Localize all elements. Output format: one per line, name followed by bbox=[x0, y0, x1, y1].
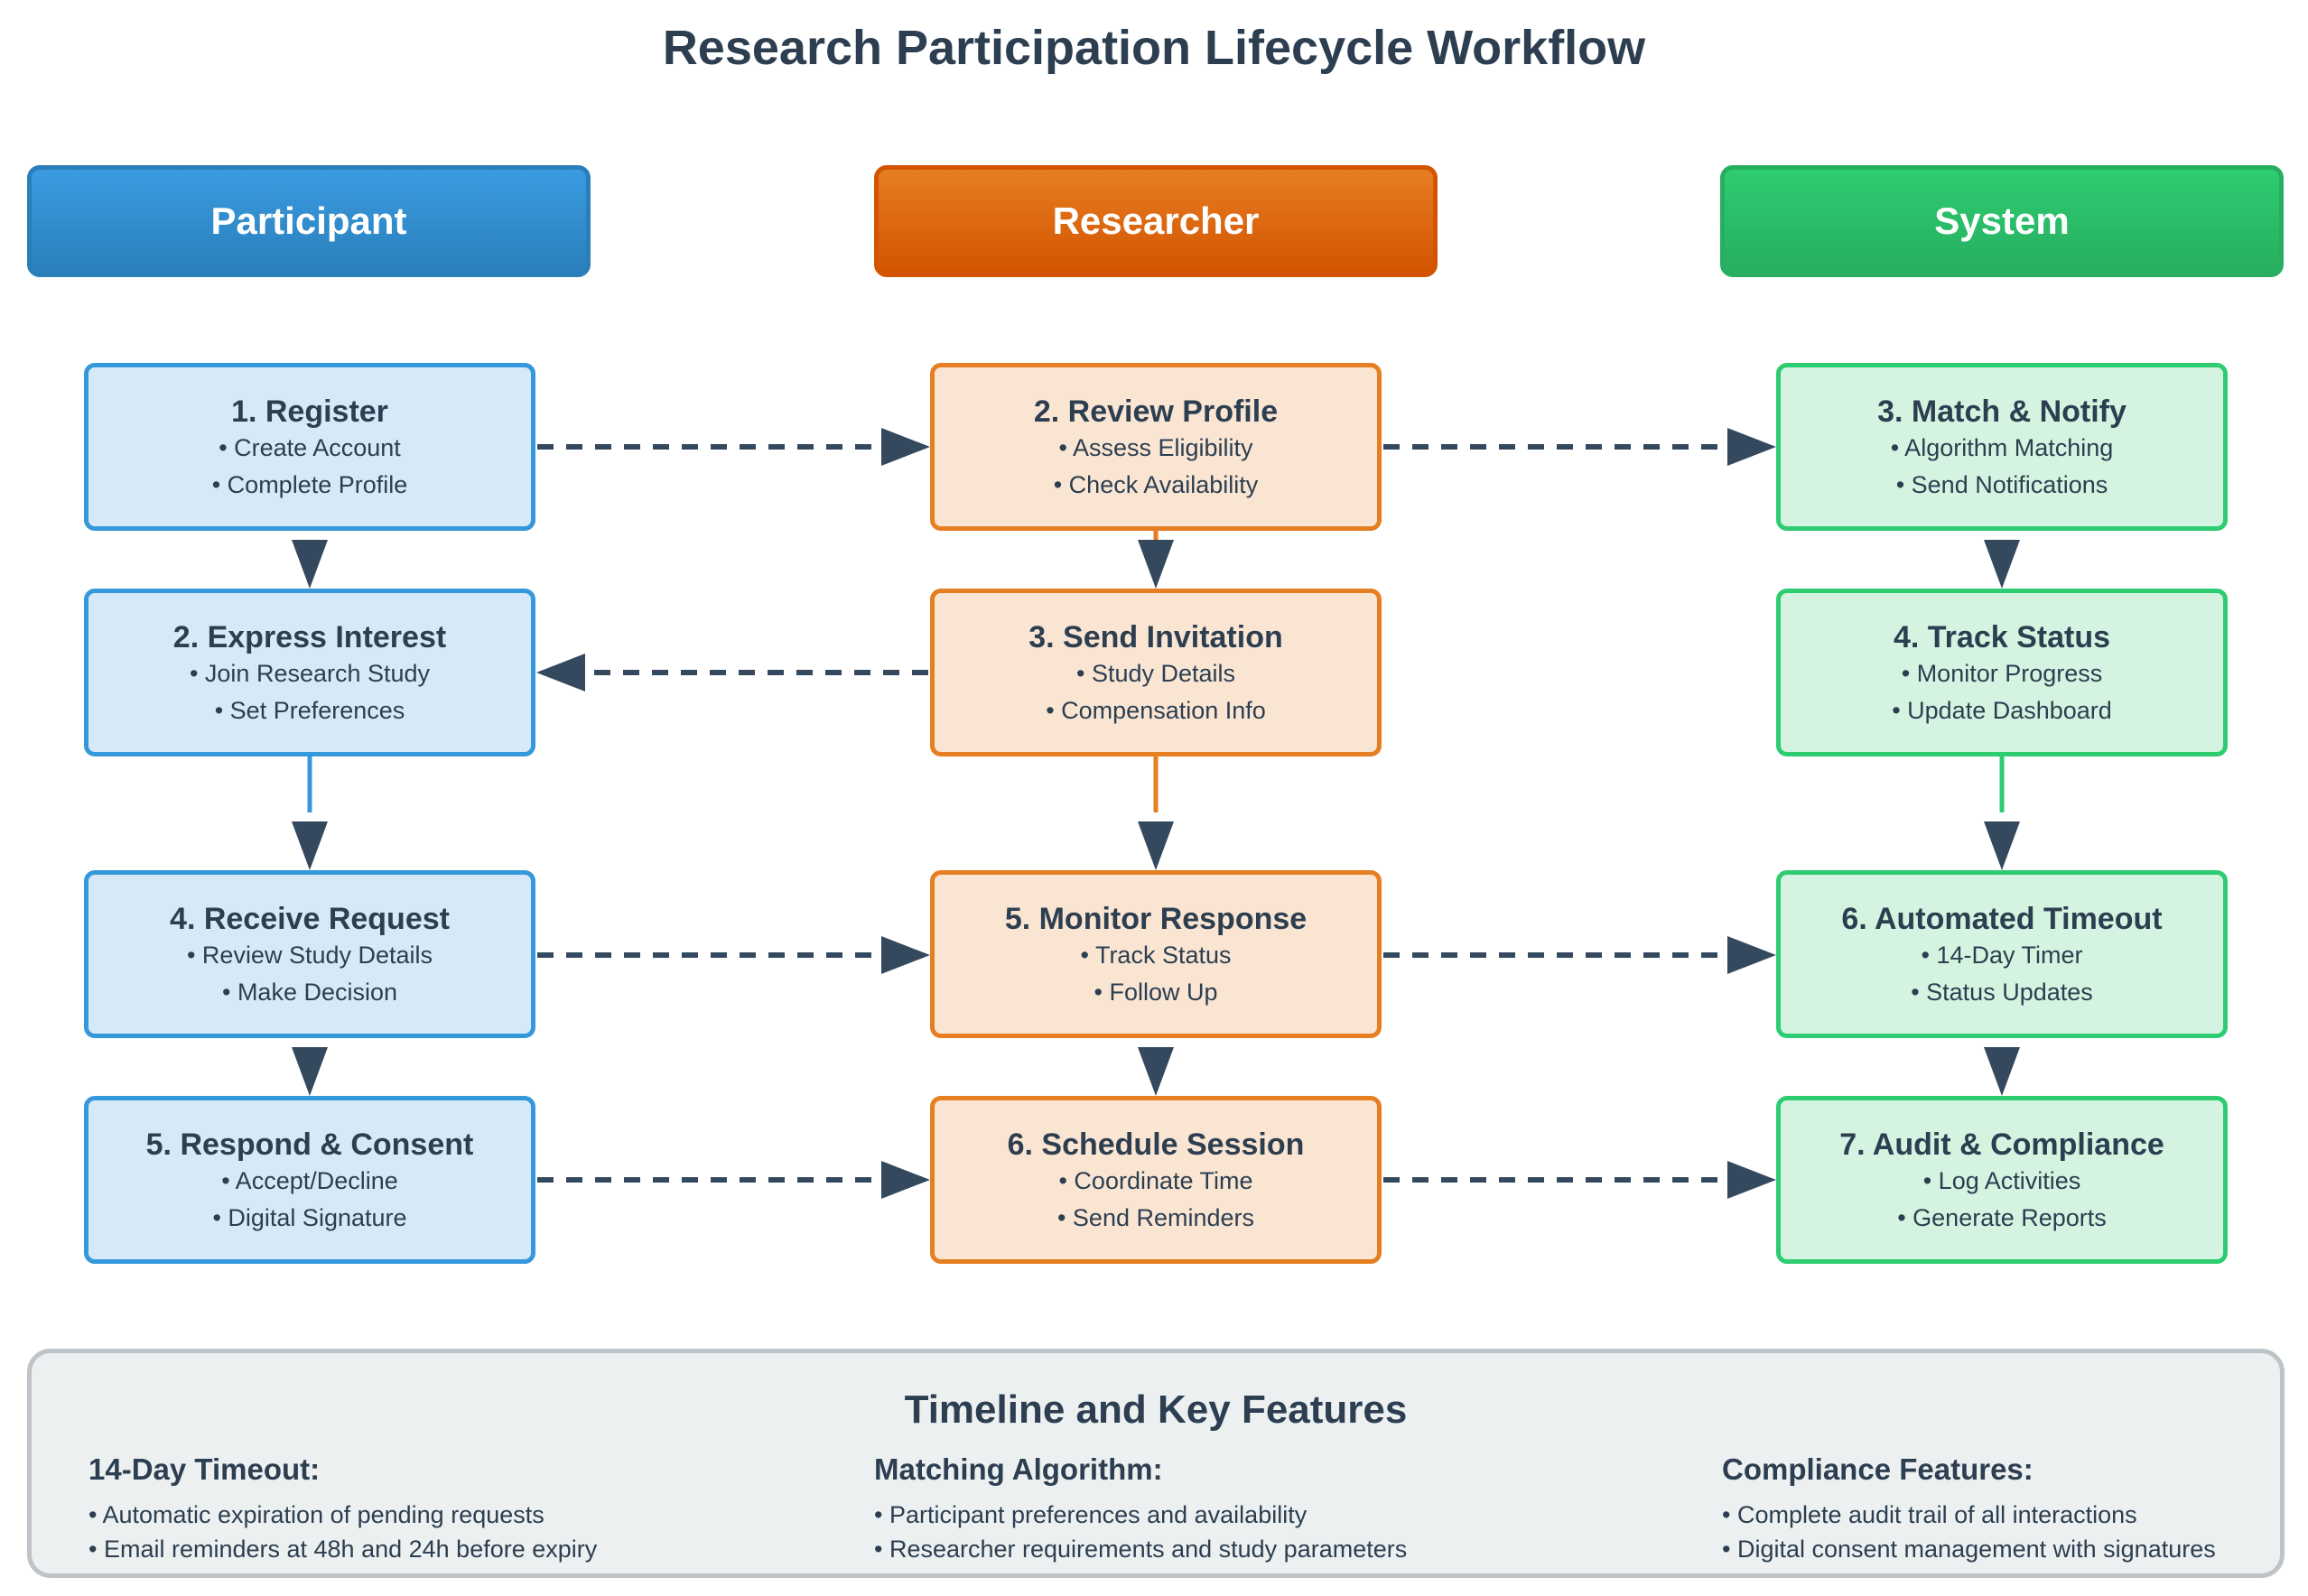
step-title: 2. Express Interest bbox=[172, 620, 447, 654]
step-title: 5. Respond & Consent bbox=[145, 1127, 474, 1162]
step-title: 4. Track Status bbox=[1893, 620, 2110, 654]
step-item: • Track Status bbox=[1080, 942, 1232, 969]
step-title: 4. Receive Request bbox=[170, 902, 450, 936]
arrowhead-r-3-4 bbox=[1138, 1047, 1174, 1096]
feature-item: • Digital consent management with signat… bbox=[1722, 1536, 2216, 1563]
feature-item: • Automatic expiration of pending reques… bbox=[88, 1501, 544, 1528]
step-title: 3. Match & Notify bbox=[1877, 394, 2127, 429]
arrowhead-s-2-3 bbox=[1984, 821, 2020, 870]
participant-step-receive-request: 4. Receive Request • Review Study Detail… bbox=[84, 870, 535, 1038]
step-item: • Accept/Decline bbox=[221, 1167, 398, 1194]
system-step-match-notify: 3. Match & Notify • Algorithm Matching •… bbox=[1776, 363, 2228, 531]
step-item: • Algorithm Matching bbox=[1890, 434, 2114, 461]
arrowhead-r4-s4 bbox=[1727, 1161, 1776, 1199]
feature-matching: Matching Algorithm: • Participant prefer… bbox=[874, 1452, 1407, 1566]
step-title: 7. Audit & Compliance bbox=[1839, 1127, 2164, 1162]
arrowhead-s-1-2 bbox=[1984, 540, 2020, 589]
researcher-step-monitor-response: 5. Monitor Response • Track Status • Fol… bbox=[930, 870, 1382, 1038]
step-item: • Monitor Progress bbox=[1901, 660, 2103, 687]
step-title: 3. Send Invitation bbox=[1028, 620, 1283, 654]
step-item: • Follow Up bbox=[1094, 979, 1218, 1006]
feature-item: • Complete audit trail of all interactio… bbox=[1722, 1501, 2137, 1528]
step-item: • Send Reminders bbox=[1056, 1204, 1255, 1231]
step-title: 6. Schedule Session bbox=[1007, 1127, 1305, 1162]
step-item: • Check Availability bbox=[1053, 471, 1259, 498]
feature-item: • Participant preferences and availabili… bbox=[874, 1501, 1308, 1528]
researcher-step-send-invitation: 3. Send Invitation • Study Details • Com… bbox=[930, 589, 1382, 756]
step-item: • 14-Day Timer bbox=[1921, 942, 2083, 969]
features-panel: Timeline and Key Features 14-Day Timeout… bbox=[27, 1349, 2285, 1578]
researcher-step-schedule-session: 6. Schedule Session • Coordinate Time • … bbox=[930, 1096, 1382, 1264]
participant-step-express-interest: 2. Express Interest • Join Research Stud… bbox=[84, 589, 535, 756]
participant-step-register: 1. Register • Create Account • Complete … bbox=[84, 363, 535, 531]
arrowhead-p-2-4 bbox=[292, 821, 328, 870]
features-title: Timeline and Key Features bbox=[904, 1387, 1408, 1432]
diagram-title: Research Participation Lifecycle Workflo… bbox=[662, 21, 1646, 75]
step-item: • Log Activities bbox=[1922, 1167, 2081, 1194]
feature-item: • Email reminders at 48h and 24h before … bbox=[88, 1536, 598, 1563]
researcher-step-review-profile: 2. Review Profile • Assess Eligibility •… bbox=[930, 363, 1382, 531]
arrowhead-r-1-2 bbox=[1138, 540, 1174, 589]
step-item: • Join Research Study bbox=[189, 660, 431, 687]
step-item: • Study Details bbox=[1075, 660, 1236, 687]
step-item: • Create Account bbox=[219, 434, 401, 461]
step-item: • Status Updates bbox=[1911, 979, 2093, 1006]
step-title: 1. Register bbox=[231, 394, 388, 429]
step-item: • Coordinate Time bbox=[1058, 1167, 1253, 1194]
step-title: 5. Monitor Response bbox=[1004, 902, 1308, 936]
arrowhead-p1-r1 bbox=[881, 428, 930, 466]
feature-heading: 14-Day Timeout: bbox=[88, 1452, 321, 1486]
arrowhead-p-4-5 bbox=[292, 1047, 328, 1096]
feature-compliance: Compliance Features: • Complete audit tr… bbox=[1722, 1452, 2216, 1566]
step-item: • Compensation Info bbox=[1046, 697, 1266, 724]
step-item: • Digital Signature bbox=[212, 1204, 407, 1231]
feature-heading: Matching Algorithm: bbox=[874, 1452, 1163, 1486]
system-step-automated-timeout: 6. Automated Timeout • 14-Day Timer • St… bbox=[1776, 870, 2228, 1038]
lane-header-system: System bbox=[1720, 165, 2284, 277]
arrowhead-p4-r4 bbox=[881, 1161, 930, 1199]
arrowhead-r1-s1 bbox=[1727, 428, 1776, 466]
system-step-audit-compliance: 7. Audit & Compliance • Log Activities •… bbox=[1776, 1096, 2228, 1264]
step-item: • Review Study Details bbox=[186, 942, 433, 969]
step-item: • Generate Reports bbox=[1897, 1204, 2107, 1231]
feature-heading: Compliance Features: bbox=[1722, 1452, 2033, 1486]
arrowhead-p3-r3 bbox=[881, 936, 930, 974]
arrowhead-r2-p2 bbox=[536, 654, 585, 691]
arrowhead-r3-s3 bbox=[1727, 936, 1776, 974]
step-item: • Assess Eligibility bbox=[1058, 434, 1253, 461]
system-step-track-status: 4. Track Status • Monitor Progress • Upd… bbox=[1776, 589, 2228, 756]
lane-header-researcher: Researcher bbox=[874, 165, 1438, 277]
step-item: • Complete Profile bbox=[211, 471, 408, 498]
arrowhead-s-3-4 bbox=[1984, 1047, 2020, 1096]
step-item: • Make Decision bbox=[221, 979, 398, 1006]
step-item: • Update Dashboard bbox=[1892, 697, 2112, 724]
participant-step-respond-consent: 5. Respond & Consent • Accept/Decline • … bbox=[84, 1096, 535, 1264]
arrowhead-p-1-2 bbox=[292, 540, 328, 589]
arrowhead-r-2-3 bbox=[1138, 821, 1174, 870]
feature-timeout: 14-Day Timeout: • Automatic expiration o… bbox=[88, 1452, 597, 1566]
step-item: • Send Notifications bbox=[1895, 471, 2108, 498]
lane-header-participant: Participant bbox=[27, 165, 591, 277]
feature-item: • Researcher requirements and study para… bbox=[874, 1536, 1408, 1563]
step-item: • Set Preferences bbox=[214, 697, 405, 724]
step-title: 6. Automated Timeout bbox=[1841, 902, 2163, 936]
step-title: 2. Review Profile bbox=[1033, 394, 1279, 429]
